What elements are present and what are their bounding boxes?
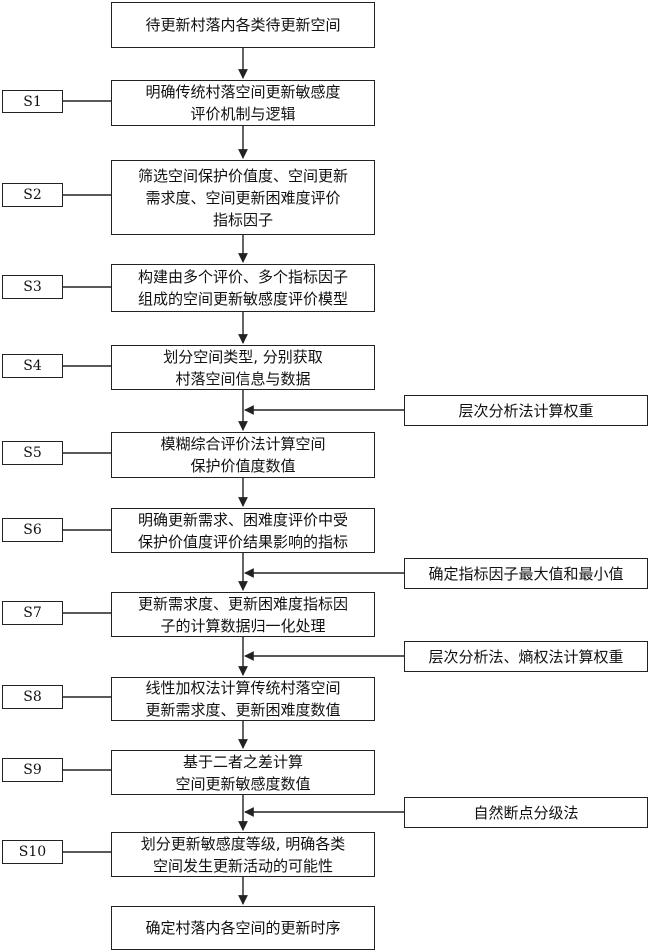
step-box-s2: 筛选空间保护价值度、空间更新 需求度、空间更新困难度评价 指标因子 <box>111 160 375 235</box>
step-label-s6: S6 <box>2 518 63 542</box>
input-box-ahp: 层次分析法计算权重 <box>404 395 648 426</box>
step-label-s4: S4 <box>2 354 63 378</box>
step-box-s10: 划分更新敏感度等级, 明确各类 空间发生更新活动的可能性 <box>111 832 375 877</box>
step-text-s3: 构建由多个评价、多个指标因子 组成的空间更新敏感度评价模型 <box>137 268 348 308</box>
start-box: 待更新村落内各类待更新空间 <box>111 2 375 48</box>
step-box-s1: 明确传统村落空间更新敏感度 评价机制与逻辑 <box>111 80 375 126</box>
step-label-s1: S1 <box>2 90 63 113</box>
step-label-s7: S7 <box>2 601 63 625</box>
step-label-s2: S2 <box>2 183 63 207</box>
step-box-s4: 划分空间类型, 分别获取 村落空间信息与数据 <box>111 345 375 390</box>
input-text-ahp-entropy: 层次分析法、熵权法计算权重 <box>428 647 624 666</box>
step-box-s8: 线性加权法计算传统村落空间 更新需求度、更新困难度数值 <box>111 677 375 721</box>
start-text: 待更新村落内各类待更新空间 <box>145 16 341 34</box>
step-label-s9: S9 <box>2 758 63 782</box>
input-box-ahp-entropy: 层次分析法、熵权法计算权重 <box>404 641 648 672</box>
step-box-s3: 构建由多个评价、多个指标因子 组成的空间更新敏感度评价模型 <box>111 264 375 312</box>
step-text-s10: 划分更新敏感度等级, 明确各类 空间发生更新活动的可能性 <box>140 834 346 875</box>
step-label-s3: S3 <box>2 275 63 299</box>
input-text-jenks: 自然断点分级法 <box>473 803 579 822</box>
step-text-s8: 线性加权法计算传统村落空间 更新需求度、更新困难度数值 <box>145 679 341 719</box>
step-text-s9: 基于二者之差计算 空间更新敏感度数值 <box>175 752 311 793</box>
input-box-jenks: 自然断点分级法 <box>404 797 648 828</box>
step-box-s9: 基于二者之差计算 空间更新敏感度数值 <box>111 750 375 795</box>
input-text-ahp: 层次分析法计算权重 <box>458 401 594 420</box>
end-box: 确定村落内各空间的更新时序 <box>111 906 375 950</box>
step-label-s8: S8 <box>2 685 63 709</box>
step-text-s6: 明确更新需求、困难度评价中受 保护价值度评价结果影响的指标 <box>137 510 348 551</box>
step-label-s5: S5 <box>2 441 63 465</box>
step-text-s4: 划分空间类型, 分别获取 村落空间信息与数据 <box>163 347 323 388</box>
step-text-s2: 筛选空间保护价值度、空间更新 需求度、空间更新困难度评价 指标因子 <box>137 166 348 229</box>
step-label-s10: S10 <box>2 840 63 864</box>
step-box-s6: 明确更新需求、困难度评价中受 保护价值度评价结果影响的指标 <box>111 508 375 553</box>
step-text-s1: 明确传统村落空间更新敏感度 评价机制与逻辑 <box>145 83 341 123</box>
end-text: 确定村落内各空间的更新时序 <box>145 919 341 937</box>
input-text-minmax: 确定指标因子最大值和最小值 <box>428 564 624 583</box>
step-text-s7: 更新需求度、更新困难度指标因 子的计算数据归一化处理 <box>137 594 348 635</box>
step-box-s5: 模糊综合评价法计算空间 保护价值度数值 <box>111 432 375 478</box>
input-box-minmax: 确定指标因子最大值和最小值 <box>404 558 648 589</box>
step-text-s5: 模糊综合评价法计算空间 保护价值度数值 <box>160 435 326 475</box>
step-box-s7: 更新需求度、更新困难度指标因 子的计算数据归一化处理 <box>111 592 375 637</box>
